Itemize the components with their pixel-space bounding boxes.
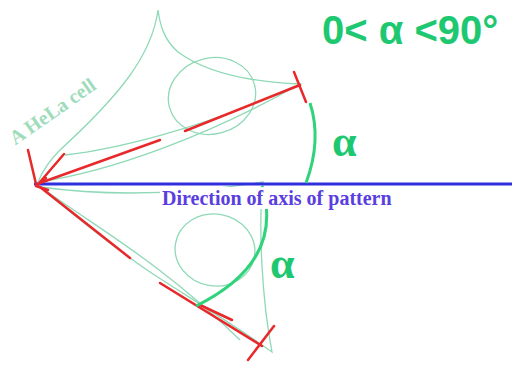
angle-symbol: α — [268, 240, 297, 288]
pattern-axis — [34, 183, 512, 186]
angle-symbol: α — [330, 118, 359, 166]
angle-range: 0< α <90° — [320, 8, 500, 52]
angle-lines — [28, 72, 306, 360]
cell-outline — [38, 10, 300, 352]
cell-label: A HeLa cell — [3, 72, 101, 150]
axis-label: Direction of axis of pattern — [160, 187, 394, 209]
